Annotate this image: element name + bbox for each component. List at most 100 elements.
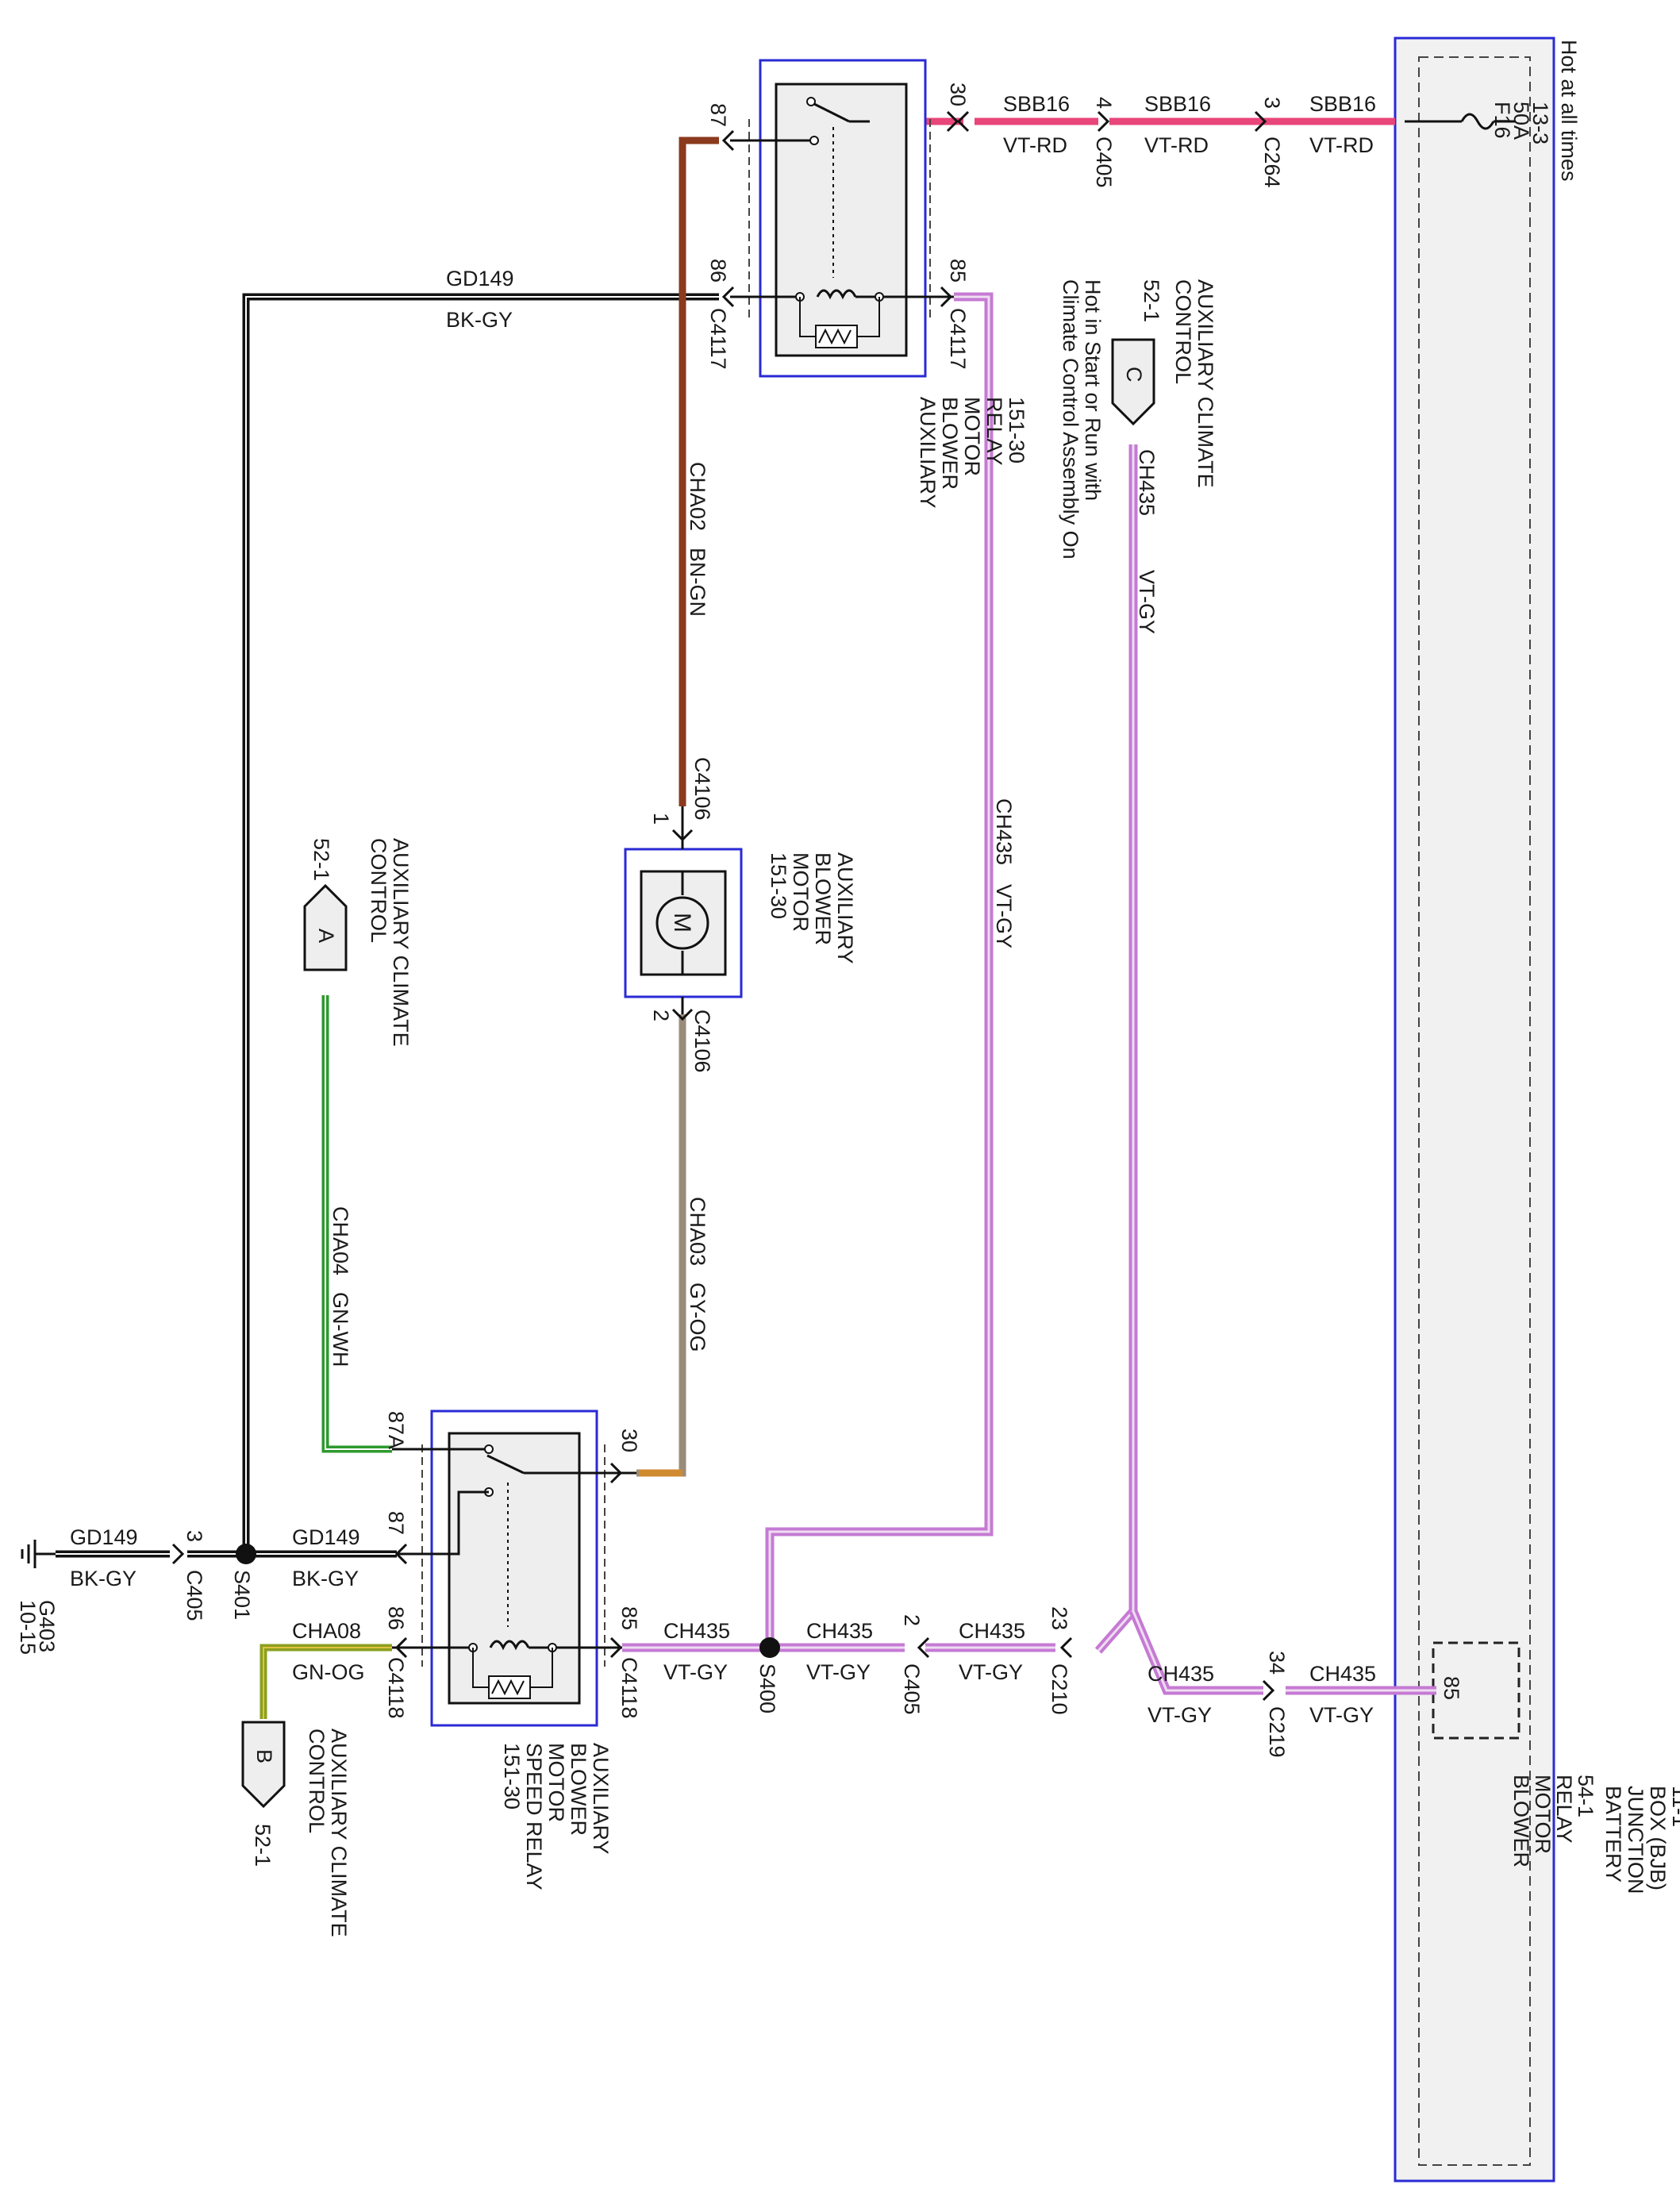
svg-text:BATTERY: BATTERY xyxy=(1601,1786,1625,1883)
svg-text:VT-GY: VT-GY xyxy=(1148,1703,1212,1727)
acc-b-label: AUXILIARY CLIMATE CONTROL xyxy=(305,1729,351,1937)
wire-gd149-top[interactable] xyxy=(242,293,719,1548)
label-sbb16-b-conn: C405 xyxy=(1092,137,1116,188)
label-sbb16-c: SBB16 VT-RD xyxy=(1309,92,1376,157)
svg-text:BLOWER: BLOWER xyxy=(567,1743,590,1836)
motor-conn-top: C4106 xyxy=(690,757,714,821)
label-gd149-br: GD149 BK-GY xyxy=(292,1525,360,1590)
label-ch435-c: CH435 VT-GY xyxy=(1135,449,1159,634)
label-sbb16-b-pin: 4 xyxy=(1092,97,1116,109)
acc-connector-b[interactable] xyxy=(241,1721,286,1809)
svg-text:BLOWER: BLOWER xyxy=(811,852,835,945)
label-sbb16-c-conn: C264 xyxy=(1260,137,1284,188)
svg-text:AUXILIARY: AUXILIARY xyxy=(833,852,857,964)
aux-blower-motor[interactable] xyxy=(624,806,743,1021)
speed-relay-pin-30: 30 xyxy=(617,1429,641,1452)
aux-speed-relay[interactable] xyxy=(392,1410,636,1727)
svg-text:MOTOR: MOTOR xyxy=(544,1743,568,1822)
label-ch435-s4: CH435 VT-GY xyxy=(1148,1662,1214,1727)
c264-connector-arrow xyxy=(1254,110,1267,133)
svg-text:CONTROL: CONTROL xyxy=(305,1729,329,1833)
label-ch435-s1: CH435 VT-GY xyxy=(663,1619,730,1684)
label-ch435-s5-pin: 34 xyxy=(1265,1651,1289,1675)
svg-text:CH435: CH435 xyxy=(1135,449,1159,516)
svg-text:VT-GY: VT-GY xyxy=(1309,1703,1374,1727)
wire-gd149-bottom[interactable] xyxy=(56,1543,397,1565)
svg-text:AUXILIARY: AUXILIARY xyxy=(589,1743,613,1855)
acc-a-ref: 52-1 xyxy=(309,838,333,881)
acc-b-letter: B xyxy=(252,1749,276,1763)
fuse-f16-label: F16 50A 13-3 xyxy=(1490,102,1552,144)
motor-pin-2: 2 xyxy=(649,1010,673,1021)
wire-ch435-from-c[interactable] xyxy=(1094,444,1436,1702)
bjb-relay-pin-85: 85 xyxy=(1440,1676,1463,1700)
label-ch435-s3-pin: 23 xyxy=(1048,1606,1071,1630)
label-sbb16-a: SBB16 VT-RD xyxy=(1003,92,1070,157)
wire-cha02-bn-gn[interactable] xyxy=(679,137,719,806)
svg-text:AUXILIARY CLIMATE: AUXILIARY CLIMATE xyxy=(1194,279,1217,488)
wire-cha04-gn-wh[interactable] xyxy=(321,995,392,1453)
svg-text:G403: G403 xyxy=(35,1600,59,1652)
label-gd149-top: GD149 BK-GY xyxy=(446,267,514,332)
svg-text:SBB16: SBB16 xyxy=(1144,92,1211,116)
motor-label: AUXILIARY BLOWER MOTOR 151-30 xyxy=(767,852,857,964)
svg-text:BK-GY: BK-GY xyxy=(70,1567,136,1590)
aux-blower-motor-relay[interactable] xyxy=(721,59,959,378)
svg-text:GN-OG: GN-OG xyxy=(292,1660,365,1684)
svg-text:CH435: CH435 xyxy=(663,1619,730,1643)
svg-text:CH435: CH435 xyxy=(959,1619,1025,1643)
svg-text:CONTROL: CONTROL xyxy=(367,838,390,943)
speed-relay-pin-87: 87 xyxy=(384,1511,408,1535)
acc-a-letter: A xyxy=(314,929,338,943)
svg-text:11-1: 11-1 xyxy=(1668,1786,1680,1827)
ground-g403-symbol xyxy=(21,1540,56,1568)
svg-text:151-30: 151-30 xyxy=(767,852,790,919)
svg-text:CHA08: CHA08 xyxy=(292,1619,361,1643)
svg-text:SBB16: SBB16 xyxy=(1003,92,1070,116)
label-ch435-s2-conn: C405 xyxy=(900,1663,924,1715)
svg-text:GN-WH: GN-WH xyxy=(329,1292,352,1367)
label-ch435-vertical: CH435 VT-GY xyxy=(992,798,1016,948)
label-gd149-bl-conn: C405 xyxy=(183,1570,206,1621)
speed-relay-pin-87a: 87A xyxy=(384,1411,408,1449)
svg-text:CH435: CH435 xyxy=(806,1619,873,1643)
acc-connector-c[interactable] xyxy=(1111,338,1155,426)
svg-text:VT-RD: VT-RD xyxy=(1003,133,1067,157)
label-gd149-bl-pin: 3 xyxy=(183,1530,206,1542)
svg-text:VT-GY: VT-GY xyxy=(959,1660,1023,1684)
svg-text:13-3: 13-3 xyxy=(1528,102,1552,144)
speed-relay-conn-left: C4118 xyxy=(384,1657,408,1719)
aux-relay-pin-85: 85 xyxy=(946,259,970,283)
svg-text:GD149: GD149 xyxy=(70,1525,138,1549)
speed-relay-conn-right: C4118 xyxy=(617,1657,641,1719)
label-ch435-s3-conn: C210 xyxy=(1048,1663,1071,1715)
svg-text:AUXILIARY CLIMATE: AUXILIARY CLIMATE xyxy=(389,838,413,1047)
wire-cha08-gn-og[interactable] xyxy=(259,1644,392,1719)
svg-text:BOX (BJB): BOX (BJB) xyxy=(1646,1786,1670,1890)
svg-text:SPEED RELAY: SPEED RELAY xyxy=(522,1743,546,1890)
svg-text:Hot in Start or Run with: Hot in Start or Run with xyxy=(1081,279,1105,501)
acc-connector-a[interactable] xyxy=(303,883,348,971)
aux-relay-pin-86: 86 xyxy=(706,259,730,283)
label-ch435-s3: CH435 VT-GY xyxy=(959,1619,1025,1684)
svg-text:151-30: 151-30 xyxy=(1005,397,1028,463)
svg-text:54-1: 54-1 xyxy=(1574,1775,1597,1817)
wire-ch435-vertical[interactable] xyxy=(765,292,994,1648)
svg-text:RELAY: RELAY xyxy=(1552,1775,1576,1844)
svg-text:VT-GY: VT-GY xyxy=(663,1660,728,1684)
label-ch435-s5-conn: C219 xyxy=(1265,1706,1289,1758)
wire-cha03-gy-og[interactable] xyxy=(636,1014,686,1477)
svg-text:CONTROL: CONTROL xyxy=(1171,279,1195,384)
acc-c-label: AUXILIARY CLIMATE CONTROL xyxy=(1171,279,1217,488)
svg-text:CHA03: CHA03 xyxy=(686,1197,709,1266)
acc-a-label: AUXILIARY CLIMATE CONTROL xyxy=(367,838,413,1047)
aux-relay-pin-30: 30 xyxy=(946,83,970,106)
label-ch435-s5: CH435 VT-GY xyxy=(1309,1662,1376,1727)
label-gd149-bl: GD149 BK-GY xyxy=(70,1525,138,1590)
svg-text:JUNCTION: JUNCTION xyxy=(1624,1786,1647,1894)
svg-text:CH435: CH435 xyxy=(992,798,1016,865)
svg-text:CH435: CH435 xyxy=(1309,1662,1376,1686)
svg-text:CH435: CH435 xyxy=(1148,1662,1214,1686)
battery-junction-box[interactable] xyxy=(1394,37,1555,2183)
